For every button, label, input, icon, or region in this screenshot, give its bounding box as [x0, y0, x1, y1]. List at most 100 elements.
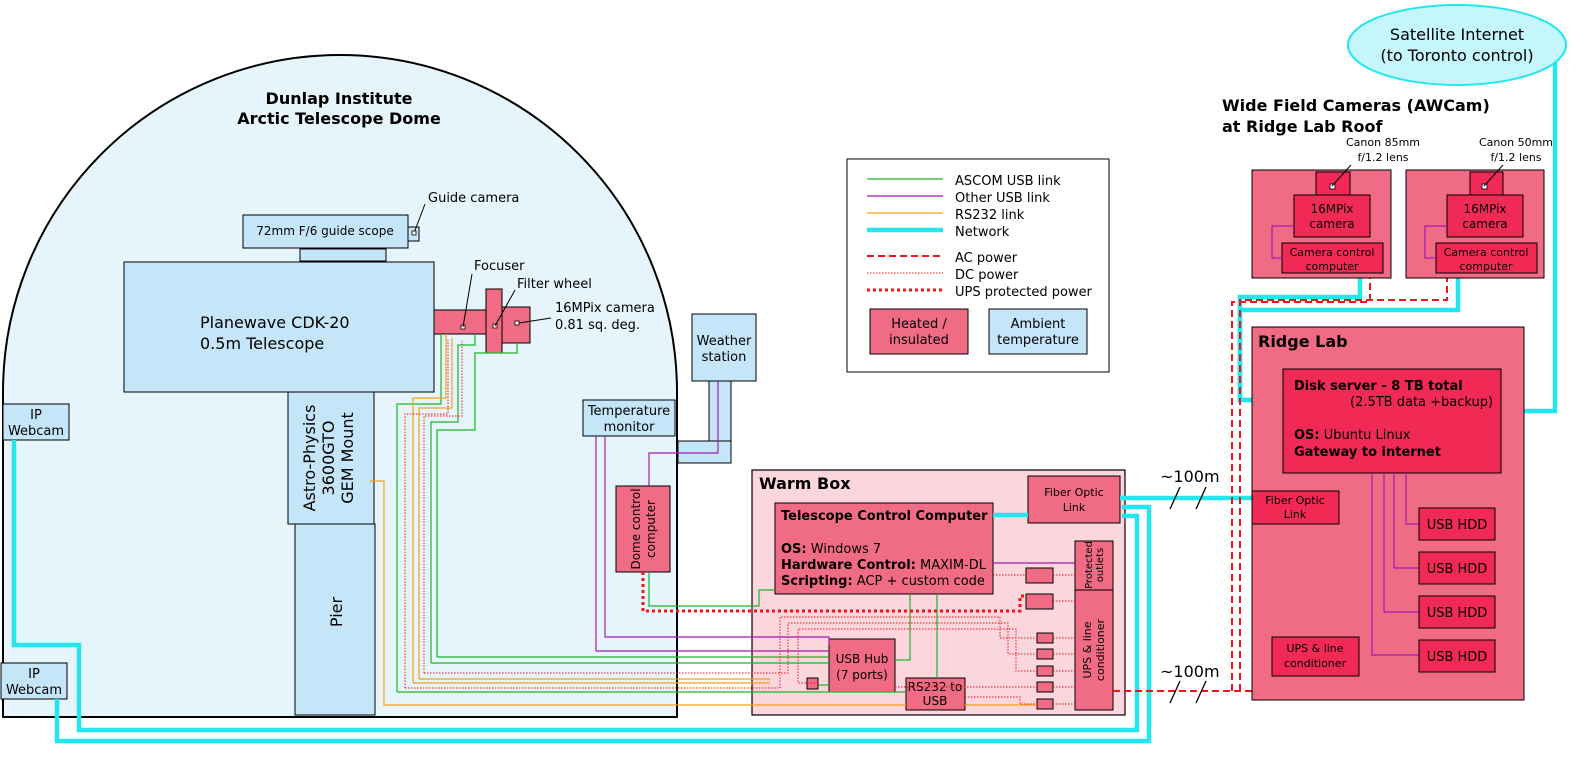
tcc-title: Telescope Control Computer [781, 509, 988, 524]
awcam-camera-1-label-2: camera [1309, 217, 1354, 231]
legend-label-rs232: RS232 link [955, 208, 1025, 223]
weather-station-label-2: station [702, 350, 747, 365]
legend: ASCOM USB link Other USB link RS232 link… [846, 158, 1110, 373]
satellite-internet [1347, 4, 1567, 86]
disk-server-os: OS: Ubuntu Linux [1294, 428, 1411, 443]
legend-label-ups-power: UPS protected power [955, 285, 1093, 300]
awcam-subtitle: at Ridge Lab Roof [1222, 117, 1383, 136]
mount-label-3: GEM Mount [338, 412, 357, 504]
usb-hub-label-2: (7 ports) [836, 668, 888, 682]
pier-label: Pier [327, 597, 346, 628]
other-usb-links [595, 381, 1075, 652]
legend-ambient-label: Ambient [1011, 317, 1066, 332]
legend-heated-label: Heated / [891, 317, 947, 332]
ridge-fiber-label-2: Link [1284, 508, 1307, 521]
awcam-control-2 [1435, 242, 1538, 274]
warm-box-fiber-label-2: Link [1063, 501, 1086, 514]
ip-webcam-1 [2, 403, 70, 441]
ups-ridge-label-2: conditioner [1284, 657, 1347, 670]
ip-webcam-1-label: IP [30, 408, 42, 423]
filter-wheel-label: Filter wheel [517, 277, 592, 292]
focuser [433, 309, 487, 335]
ip-webcam-2 [0, 662, 68, 700]
lens-1-label: Canon 85mm [1346, 136, 1420, 149]
hdd-links [1371, 473, 1419, 656]
usb-hdd-4-label: USB HDD [1427, 650, 1488, 665]
tcc-scripting: Scripting: ACP + custom code [781, 574, 985, 589]
mount-label: Astro-Physics [300, 405, 319, 512]
usb-hdd-3 [1418, 595, 1496, 629]
awcam-control-2-label: Camera control [1444, 246, 1529, 259]
awcam-camera-2 [1446, 194, 1524, 238]
telescope-label: Planewave CDK-20 [200, 313, 350, 332]
lens-1-label-2: f/1.2 lens [1357, 151, 1408, 164]
ascom-usb-links [396, 334, 938, 693]
guide-scope [242, 214, 409, 249]
guide-camera-label: Guide camera [428, 191, 519, 206]
distance-label-top: ~100m [1160, 467, 1220, 486]
ridge-fiber-label: Fiber Optic [1265, 494, 1324, 507]
usb-hdd-1 [1418, 507, 1496, 541]
awcam-control-1-label: Camera control [1290, 246, 1375, 259]
usb-hub-label: USB Hub [836, 652, 889, 666]
ups-warm-label-2: conditioner [1094, 618, 1107, 681]
link-break-markers [1169, 486, 1207, 704]
rs232-links [370, 334, 1037, 706]
usb-hub [828, 638, 896, 693]
dome-control-computer [615, 485, 671, 573]
telescope [123, 261, 435, 393]
tcc-hardware: Hardware Control: MAXIM-DL [781, 558, 987, 573]
disk-server-title: Disk server - 8 TB total [1294, 379, 1463, 394]
legend-heated-label-2: insulated [889, 333, 949, 348]
telescope-label-2: 0.5m Telescope [200, 334, 324, 353]
power-brick-1 [1036, 632, 1054, 644]
protected-outlets-label: Protected [1084, 541, 1095, 589]
pier [294, 523, 376, 716]
disk-server-sub: (2.5TB data +backup) [1350, 395, 1493, 410]
awcam-camera-2-label: 16MPix [1463, 202, 1506, 216]
ups-power-links [641, 572, 1026, 613]
disk-server-gateway: Gateway to internet [1294, 445, 1441, 460]
temperature-monitor [582, 399, 676, 437]
dome-control-label-2: computer [644, 500, 658, 558]
power-brick-3 [1036, 665, 1054, 677]
power-brick-2 [1036, 648, 1054, 660]
power-brick-5 [1036, 698, 1054, 710]
satellite-label-2: (to Toronto control) [1380, 46, 1533, 65]
camera-label-2: 0.81 sq. deg. [555, 318, 640, 333]
usb-hdd-4 [1418, 639, 1496, 673]
filter-wheel [485, 288, 503, 354]
camera-label: 16MPix camera [555, 301, 655, 316]
usb-hdd-2-label: USB HDD [1427, 562, 1488, 577]
ups-warm-label: UPS & line [1081, 621, 1094, 678]
warm-box-fiber-link [1027, 475, 1121, 524]
telescope-control-computer [774, 502, 994, 595]
guide-camera-pointer [413, 203, 426, 234]
ridge-fiber-link [1251, 490, 1340, 525]
distance-label-bottom: ~100m [1160, 662, 1220, 681]
legend-heated-swatch [869, 308, 969, 355]
ip-webcam-2-label: IP [28, 667, 40, 682]
usb-hdd-1-label: USB HDD [1427, 518, 1488, 533]
usb-hdd-2 [1418, 551, 1496, 585]
awcam-control-1 [1281, 242, 1384, 274]
ups-ridge-label: UPS & line [1286, 642, 1343, 655]
disk-server [1282, 368, 1502, 474]
tcc-os: OS: Windows 7 [781, 542, 881, 557]
guide-scope-mount [299, 248, 387, 262]
awcam-camera-2-label-2: camera [1462, 217, 1507, 231]
protected-outlets [1074, 540, 1114, 591]
dome-control-label: Dome control [629, 488, 643, 569]
guide-scope-label: 72mm F/6 guide scope [256, 224, 393, 238]
weather-duct [677, 440, 732, 464]
lens-2-label: Canon 50mm [1479, 136, 1553, 149]
legend-ambient-swatch [988, 308, 1088, 355]
rs232-usb-adapter [905, 677, 966, 711]
legend-label-dc-power: DC power [955, 268, 1019, 283]
awcam-control-1-label-2: computer [1305, 260, 1359, 273]
focuser-label: Focuser [474, 259, 525, 274]
awcam-unit-1: Canon 85mm f/1.2 lens 16MPix camera Came… [1251, 136, 1420, 279]
legend-label-ascom-usb: ASCOM USB link [955, 174, 1061, 189]
ups-conditioner-ridge [1271, 636, 1360, 677]
